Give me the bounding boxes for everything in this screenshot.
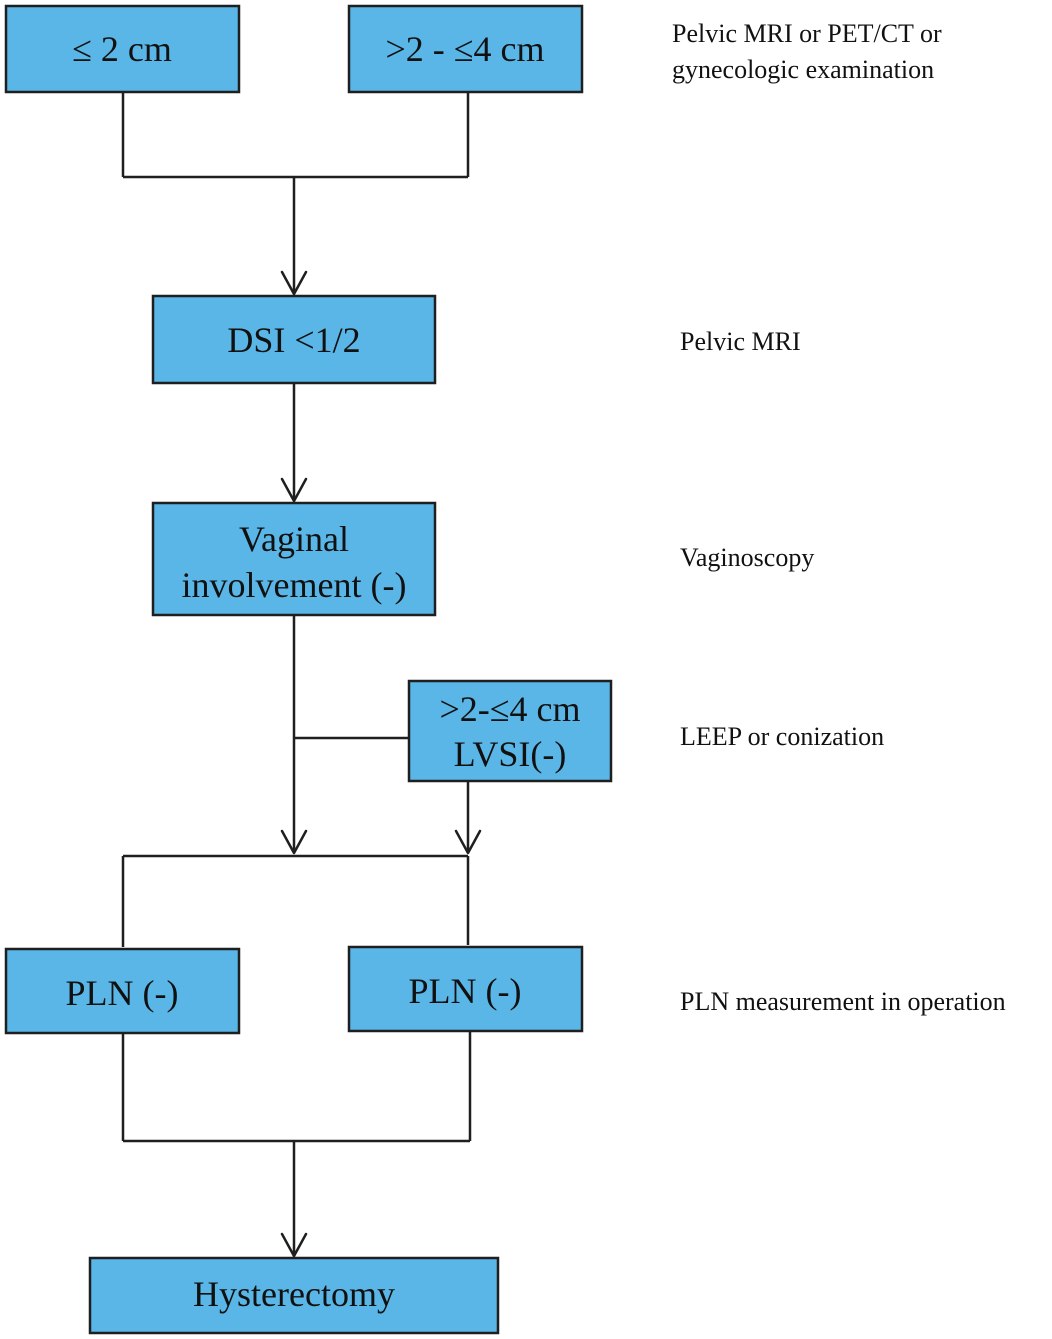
arrowhead-left-branch (280, 829, 308, 855)
box-pln-left-label: PLN (-) (66, 973, 179, 1013)
box-pln-left-rect (4, 947, 241, 1035)
box-vaginal-line1: Vaginal (239, 519, 349, 559)
box-size-medium-label: >2 - ≤4 cm (385, 29, 544, 69)
box-pln-right-label: PLN (-) (409, 971, 522, 1011)
note-imaging-line1: Pelvic MRI or PET/CT or (672, 19, 942, 48)
box-pln-right: PLN (-) (347, 945, 584, 1033)
note-pln-measurement: PLN measurement in operation (680, 987, 1006, 1016)
box-leep-line2: LVSI(-) (454, 734, 567, 774)
note-leep: LEEP or conization (680, 722, 884, 751)
arrowhead-to-hysterectomy (280, 1232, 308, 1258)
box-pln-left: PLN (-) (4, 947, 241, 1035)
note-pelvic-mri: Pelvic MRI (680, 327, 801, 356)
box-hysterectomy-rect (88, 1256, 500, 1335)
box-size-small-label: ≤ 2 cm (72, 29, 172, 69)
connectors (121, 92, 482, 1258)
arrowhead-to-vaginal (280, 477, 308, 503)
box-vaginal-involvement: Vaginal involvement (-) (151, 501, 437, 617)
box-dsi: DSI <1/2 (151, 294, 437, 385)
box-vaginal-line2: involvement (-) (182, 565, 407, 605)
box-leep-rect (407, 679, 613, 783)
box-hysterectomy: Hysterectomy (88, 1256, 500, 1335)
box-vaginal-rect (151, 501, 437, 617)
box-size-small: ≤ 2 cm (4, 4, 241, 94)
box-pln-right-rect (347, 945, 584, 1033)
arrowhead-right-branch (454, 829, 482, 855)
box-dsi-label: DSI <1/2 (227, 320, 360, 360)
note-imaging-line2: gynecologic examination (672, 55, 934, 84)
box-leep-line1: >2-≤4 cm (439, 689, 580, 729)
box-dsi-rect (151, 294, 437, 385)
box-size-medium: >2 - ≤4 cm (347, 4, 584, 94)
box-leep-criteria: >2-≤4 cm LVSI(-) (407, 679, 613, 783)
box-size-medium-rect (347, 4, 584, 94)
note-vaginoscopy: Vaginoscopy (680, 543, 814, 572)
side-notes: Pelvic MRI or PET/CT or gynecologic exam… (672, 19, 1006, 1016)
arrowhead-to-dsi (280, 270, 308, 296)
box-hysterectomy-label: Hysterectomy (193, 1274, 395, 1314)
box-size-small-rect (4, 4, 241, 94)
